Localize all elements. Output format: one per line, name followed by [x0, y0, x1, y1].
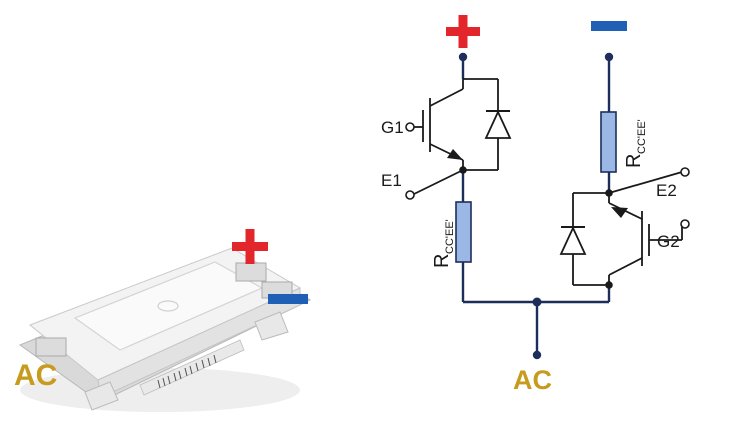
upper-igbt-t1	[413, 78, 499, 195]
svg-text:CC'EE': CC'EE'	[444, 219, 456, 254]
junction-upper-emitter	[459, 166, 467, 174]
module-ear-left	[84, 381, 119, 411]
navy-nodes	[458, 52, 614, 360]
module-center-mark	[157, 300, 179, 312]
node-bus-junction	[532, 297, 542, 307]
module-ac-label: AC	[14, 359, 57, 392]
module-barcode	[157, 354, 217, 389]
node-ac-terminal	[532, 350, 542, 360]
resistor-right	[600, 111, 617, 173]
g2-terminal	[680, 219, 690, 229]
label-g1: G1	[381, 118, 404, 137]
svg-text:R: R	[623, 154, 645, 168]
resistor-left	[455, 201, 472, 263]
lower-igbt-t2	[572, 171, 683, 286]
module-plus-symbol	[232, 229, 268, 264]
label-e2: E2	[656, 181, 677, 200]
module-terminal-plus	[235, 262, 267, 282]
label-e1: E1	[381, 171, 402, 190]
module-minus-symbol	[268, 294, 308, 304]
node-minus-terminal	[604, 52, 614, 62]
circuit-minus-symbol	[591, 21, 627, 31]
upper-diode	[484, 109, 512, 139]
g1-terminal	[405, 122, 415, 132]
svg-text:CC'EE': CC'EE'	[636, 119, 648, 154]
circuit-ac-label: AC	[513, 365, 552, 395]
lower-diode	[559, 225, 587, 255]
terminal-pins	[405, 122, 690, 229]
igbt-module-photo	[18, 247, 312, 412]
label-g2: G2	[657, 232, 680, 251]
upper-igbt-arrow	[447, 149, 463, 160]
e2-terminal	[680, 167, 690, 177]
junction-lower-collector	[605, 281, 613, 289]
module-ear-right	[254, 311, 289, 341]
label-resistor-left: R CC'EE'	[431, 219, 456, 268]
e1-terminal	[405, 190, 415, 200]
circuit-plus-symbol	[446, 15, 480, 48]
lower-igbt-arrow	[611, 207, 628, 218]
module-barcode-label	[139, 339, 245, 396]
svg-text:R: R	[431, 254, 453, 268]
black-junctions	[459, 166, 613, 289]
junction-lower-emitter	[605, 189, 613, 197]
module-terminal-ac	[35, 337, 67, 357]
node-plus-terminal	[458, 52, 468, 62]
label-resistor-right: R CC'EE'	[623, 119, 648, 168]
navy-wires	[461, 57, 611, 355]
